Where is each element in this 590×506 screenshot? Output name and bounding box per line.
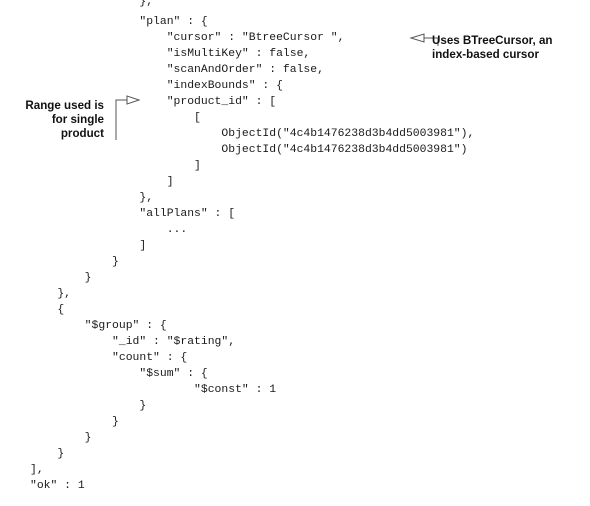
code-line: },: [30, 288, 72, 300]
code-line: ],: [30, 464, 44, 476]
cursor-annotation: Uses BTreeCursor, an index-based cursor: [432, 34, 553, 62]
code-line: }: [30, 448, 65, 460]
code-line: "product_id" : [: [30, 96, 277, 108]
code-line: {: [30, 304, 65, 316]
code-line: "scanAndOrder" : false,: [30, 64, 324, 76]
code-line: }: [30, 400, 147, 412]
cursor-annotation-line: Uses BTreeCursor, an: [432, 34, 553, 47]
code-line: "indexBounds" : {: [30, 80, 283, 92]
range-callout-arrow: [115, 95, 141, 140]
code-line: "_id" : "$rating",: [30, 336, 236, 348]
code-line: }: [30, 272, 92, 284]
cursor-callout-arrow: [409, 33, 439, 46]
code-line: ]: [30, 160, 201, 172]
cursor-annotation-line: index-based cursor: [432, 48, 539, 61]
code-line: "isMultiKey" : false,: [30, 48, 311, 60]
code-line: },: [30, 0, 154, 8]
code-line: ...: [30, 224, 188, 236]
code-line: "$const" : 1: [30, 384, 277, 396]
code-line: }: [30, 432, 92, 444]
code-line: ]: [30, 240, 147, 252]
code-line: ObjectId("4c4b1476238d3b4dd5003981"): [30, 144, 468, 156]
code-line: "count" : {: [30, 352, 188, 364]
code-line: "$sum" : {: [30, 368, 208, 380]
range-annotation-line: Range used is: [25, 99, 104, 112]
code-line: "$group" : {: [30, 320, 167, 332]
range-annotation-line: product: [60, 127, 104, 140]
code-line: "cursor" : "BtreeCursor ",: [30, 32, 345, 44]
range-annotation-line: for single: [51, 113, 104, 126]
code-line: ObjectId("4c4b1476238d3b4dd5003981"),: [30, 128, 475, 140]
code-line: },: [30, 192, 154, 204]
code-line: "ok" : 1: [30, 480, 85, 492]
code-line: "plan" : {: [30, 16, 208, 28]
code-line: }: [30, 256, 119, 268]
code-line: "allPlans" : [: [30, 208, 236, 220]
code-line: }: [30, 416, 119, 428]
code-line: ]: [30, 176, 174, 188]
code-line: [: [30, 112, 201, 124]
range-annotation: Range used is for single product: [4, 99, 104, 141]
